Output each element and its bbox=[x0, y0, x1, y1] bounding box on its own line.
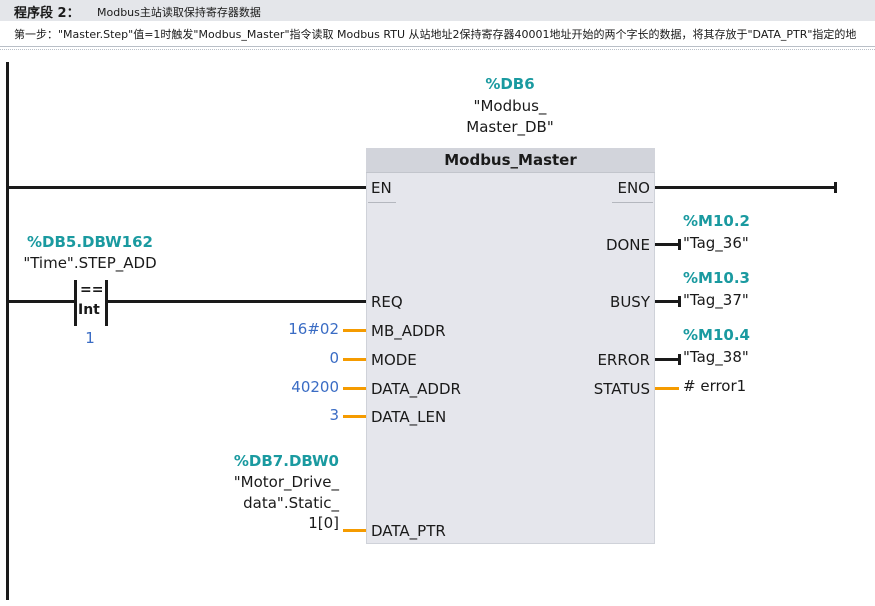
instance-db-name-1[interactable]: "Modbus_ bbox=[473, 97, 547, 115]
block-title-separator bbox=[366, 172, 655, 173]
comment-divider bbox=[0, 46, 875, 47]
comparator-right-bar[interactable] bbox=[105, 280, 108, 326]
busy-tag[interactable]: "Tag_37" bbox=[683, 291, 749, 309]
req-wire-left[interactable] bbox=[9, 300, 75, 303]
mb-addr-wire[interactable] bbox=[343, 329, 366, 332]
pin-busy: BUSY bbox=[610, 293, 650, 311]
pin-data-addr: DATA_ADDR bbox=[371, 380, 461, 398]
en-wire[interactable] bbox=[9, 186, 366, 189]
network-title: 程序段 2： bbox=[14, 6, 80, 21]
pin-eno: ENO bbox=[617, 179, 650, 197]
comparator-value[interactable]: 1 bbox=[85, 329, 95, 347]
pin-en-underline bbox=[368, 202, 396, 203]
busy-address[interactable]: %M10.3 bbox=[683, 269, 750, 287]
instance-db-address[interactable]: %DB6 bbox=[485, 75, 535, 93]
mode-value[interactable]: 0 bbox=[329, 349, 339, 367]
network-header[interactable] bbox=[0, 0, 875, 21]
data-ptr-address[interactable]: %DB7.DBW0 bbox=[233, 452, 339, 470]
block-title[interactable]: Modbus_Master bbox=[366, 148, 655, 172]
mode-wire[interactable] bbox=[343, 358, 366, 361]
data-ptr-name-3[interactable]: 1[0] bbox=[308, 514, 339, 532]
comparator-type[interactable]: Int bbox=[78, 302, 100, 318]
pin-mode: MODE bbox=[371, 351, 417, 369]
pin-mb-addr: MB_ADDR bbox=[371, 322, 446, 340]
left-power-rail bbox=[6, 62, 9, 600]
status-wire[interactable] bbox=[655, 387, 679, 390]
pin-eno-underline bbox=[612, 202, 653, 203]
data-ptr-name-2[interactable]: data".Static_ bbox=[243, 494, 339, 512]
error-tag[interactable]: "Tag_38" bbox=[683, 348, 749, 366]
error-address[interactable]: %M10.4 bbox=[683, 326, 750, 344]
error-wire[interactable] bbox=[655, 358, 679, 361]
comparator-address[interactable]: %DB5.DBW162 bbox=[27, 233, 153, 251]
error-end-cap bbox=[678, 354, 681, 365]
modbus-master-block[interactable] bbox=[366, 148, 655, 544]
status-tag[interactable]: # error1 bbox=[683, 377, 747, 395]
busy-wire[interactable] bbox=[655, 300, 679, 303]
mb-addr-value[interactable]: 16#02 bbox=[288, 320, 339, 338]
done-tag[interactable]: "Tag_36" bbox=[683, 234, 749, 252]
comparator-left-bar[interactable] bbox=[74, 280, 77, 326]
network-name[interactable]: Modbus主站读取保持寄存器数据 bbox=[97, 6, 261, 19]
done-wire[interactable] bbox=[655, 243, 679, 246]
req-wire-right[interactable] bbox=[108, 300, 366, 303]
comparator-operator[interactable]: == bbox=[80, 282, 104, 298]
network-comment[interactable]: 第一步："Master.Step"值=1时触发"Modbus_Master"指令… bbox=[14, 28, 857, 41]
pin-req: REQ bbox=[371, 293, 403, 311]
data-ptr-wire[interactable] bbox=[343, 529, 366, 532]
data-ptr-name-1[interactable]: "Motor_Drive_ bbox=[233, 473, 339, 491]
pin-status: STATUS bbox=[593, 380, 650, 398]
network-comment-area[interactable] bbox=[0, 21, 875, 45]
eno-wire[interactable] bbox=[655, 186, 835, 189]
done-end-cap bbox=[678, 239, 681, 250]
pin-en: EN bbox=[371, 179, 392, 197]
data-len-wire[interactable] bbox=[343, 415, 366, 418]
pin-done: DONE bbox=[605, 236, 650, 254]
comparator-operand[interactable]: "Time".STEP_ADD bbox=[23, 254, 157, 272]
pin-data-len: DATA_LEN bbox=[371, 408, 447, 426]
busy-end-cap bbox=[678, 296, 681, 307]
data-addr-wire[interactable] bbox=[343, 387, 366, 390]
data-addr-value[interactable]: 40200 bbox=[291, 378, 339, 396]
eno-end-cap bbox=[834, 182, 837, 193]
instance-db-name-2[interactable]: Master_DB" bbox=[466, 118, 554, 136]
pin-error: ERROR bbox=[597, 351, 650, 369]
done-address[interactable]: %M10.2 bbox=[683, 212, 750, 230]
pin-data-ptr: DATA_PTR bbox=[371, 522, 446, 540]
comment-divider-dotted bbox=[0, 49, 875, 50]
data-len-value[interactable]: 3 bbox=[329, 406, 339, 424]
